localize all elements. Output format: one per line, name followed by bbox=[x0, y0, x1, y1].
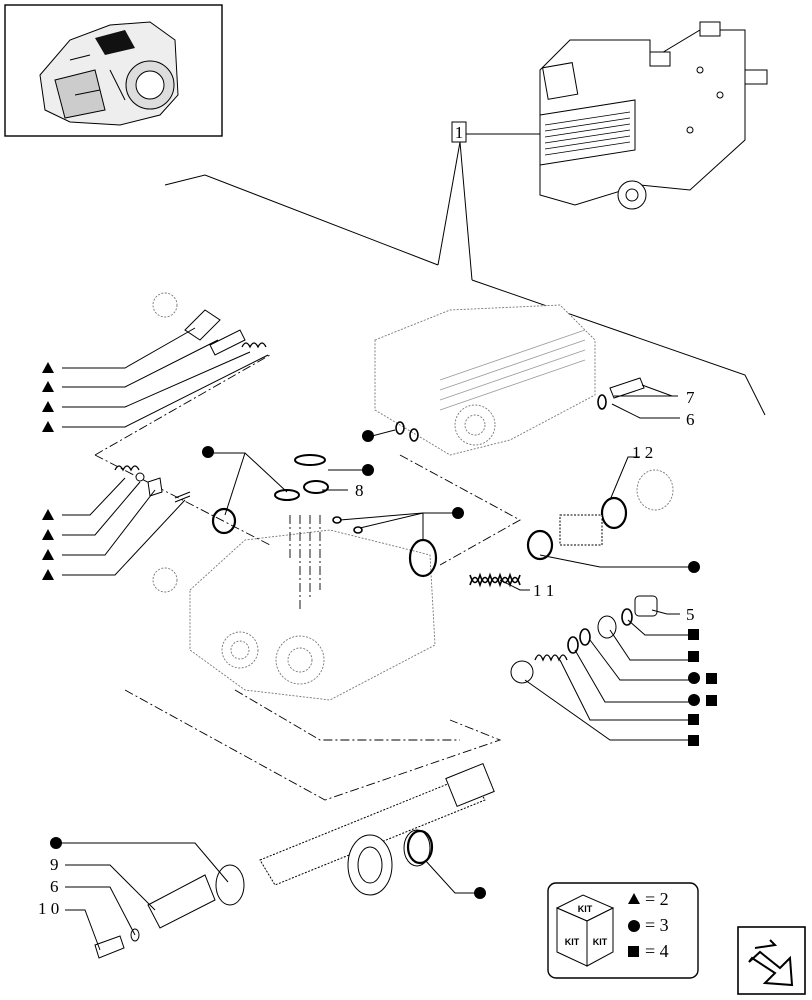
svg-text:1: 1 bbox=[455, 123, 464, 142]
kit-box-icon: KIT KIT KIT bbox=[555, 894, 615, 967]
tractor-thumbnail bbox=[4, 4, 223, 137]
kit-legend: KIT KIT KIT = 2 = 3 = 4 bbox=[547, 882, 699, 979]
circle-icon bbox=[628, 920, 640, 932]
callout-12: 1 2 bbox=[632, 443, 653, 462]
triangle-icon bbox=[628, 893, 640, 904]
next-page-arrow-icon[interactable] bbox=[737, 926, 806, 995]
circle-icon bbox=[50, 837, 62, 849]
assembly-lines bbox=[94, 354, 521, 801]
square-markers bbox=[688, 629, 717, 746]
square-icon bbox=[628, 946, 639, 957]
callout-6-bottom: 6 bbox=[50, 877, 59, 896]
circle-markers bbox=[50, 430, 700, 899]
callout-8: 8 bbox=[355, 481, 364, 500]
spool-assembly bbox=[94, 762, 495, 959]
square-icon bbox=[706, 673, 717, 684]
circle-icon bbox=[452, 507, 464, 519]
triangle-icon bbox=[42, 509, 54, 520]
circle-icon bbox=[474, 887, 486, 899]
kit-square-qty: = 4 bbox=[645, 941, 669, 961]
svg-text:KIT: KIT bbox=[565, 937, 580, 947]
circle-icon bbox=[688, 561, 700, 573]
callout-10: 1 0 bbox=[38, 899, 59, 918]
callout-9: 9 bbox=[50, 855, 59, 874]
kit-triangle-qty: = 2 bbox=[645, 889, 669, 909]
circle-icon bbox=[688, 672, 700, 684]
triangle-icon bbox=[42, 529, 54, 540]
triangle-icon bbox=[42, 401, 54, 412]
circle-icon bbox=[362, 464, 374, 476]
triangle-markers bbox=[42, 362, 54, 580]
triangle-icon bbox=[42, 362, 54, 373]
triangle-icon bbox=[42, 421, 54, 432]
triangle-icon bbox=[42, 381, 54, 392]
square-icon bbox=[688, 651, 699, 662]
assembled-valve-view bbox=[539, 21, 768, 210]
circle-icon bbox=[688, 694, 700, 706]
callout-7: 7 bbox=[686, 388, 695, 407]
callout-5: 5 bbox=[686, 605, 695, 624]
callout-1: 1 bbox=[164, 121, 766, 416]
svg-text:KIT: KIT bbox=[578, 904, 593, 914]
kit-circle-qty: = 3 bbox=[645, 915, 669, 935]
valve-body bbox=[152, 292, 436, 701]
callout-numbers: 7 6 8 1 2 1 1 5 9 6 1 0 bbox=[38, 388, 695, 918]
leader-lines bbox=[62, 327, 694, 951]
square-icon bbox=[688, 735, 699, 746]
svg-text:KIT: KIT bbox=[593, 937, 608, 947]
triangle-icon bbox=[42, 569, 54, 580]
square-icon bbox=[706, 695, 717, 706]
circle-icon bbox=[362, 430, 374, 442]
circle-icon bbox=[202, 446, 214, 458]
square-icon bbox=[688, 629, 699, 640]
square-icon bbox=[688, 714, 699, 725]
callout-11: 1 1 bbox=[533, 581, 554, 600]
triangle-icon bbox=[42, 549, 54, 560]
rear-housing bbox=[374, 304, 596, 456]
callout-6-top: 6 bbox=[686, 410, 695, 429]
